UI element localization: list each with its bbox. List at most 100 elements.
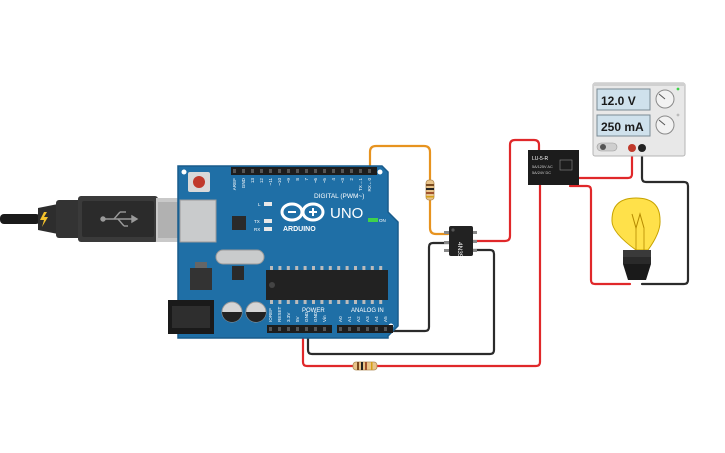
small-chip [232, 266, 244, 280]
relay-label: LU-5-R [532, 156, 549, 162]
wire-orange-pin2[interactable] [368, 144, 432, 182]
relay-rating-dc: 5A/24V DC [532, 171, 551, 175]
wire-orange-opto[interactable] [428, 198, 450, 236]
usb-port [179, 199, 217, 243]
pin-label: 3.3V [286, 312, 291, 322]
board-model: UNO [330, 205, 363, 222]
header-pin[interactable] [350, 169, 353, 173]
wire-red-relay-psu[interactable] [576, 148, 634, 180]
header-pin[interactable] [305, 169, 308, 173]
chip-pins [270, 266, 383, 270]
header-pin[interactable] [314, 327, 317, 331]
crystal [215, 249, 265, 265]
header-pin[interactable] [278, 169, 281, 173]
digital-label: DIGITAL (PWM~) [314, 193, 364, 200]
header-pin[interactable] [251, 169, 254, 173]
wire-black-opto-gnd-2[interactable] [306, 248, 496, 356]
led-l: L [258, 202, 272, 207]
usb-cable[interactable] [0, 196, 194, 242]
header-pin[interactable] [339, 327, 342, 331]
pin-label: 5V [295, 315, 300, 322]
digital-header[interactable] [231, 167, 377, 175]
analog-header[interactable] [337, 325, 393, 333]
header-pin[interactable] [323, 327, 326, 331]
svg-text:ON: ON [379, 218, 386, 223]
header-pin[interactable] [242, 169, 245, 173]
header-pin[interactable] [323, 169, 326, 173]
power-switch[interactable] [596, 142, 618, 152]
header-pin[interactable] [341, 169, 344, 173]
wire-red-opto-relay[interactable] [471, 138, 541, 243]
resistor-5v[interactable] [352, 361, 378, 371]
current-knob[interactable] [655, 115, 675, 135]
resistor-pin2[interactable] [425, 179, 435, 201]
header-pin[interactable] [359, 169, 362, 173]
pin-label: GND [313, 311, 318, 322]
pin-label: 13 [250, 178, 255, 184]
svg-text:TX: TX [254, 219, 260, 224]
header-pin[interactable] [287, 327, 290, 331]
pin-label: 12 [259, 178, 264, 184]
pin-label: GND [241, 177, 246, 188]
header-pin[interactable] [296, 327, 299, 331]
pin-label: A2 [356, 316, 361, 322]
pin-label: RX←0 [367, 178, 372, 192]
voltage-knob[interactable] [655, 89, 675, 109]
pin-label: ~11 [268, 178, 273, 186]
capacitor [245, 301, 267, 323]
power-header[interactable] [267, 325, 332, 333]
header-pin[interactable] [260, 169, 263, 173]
pin-label: A5 [383, 316, 388, 322]
header-pin[interactable] [305, 327, 308, 331]
svg-text:L: L [258, 202, 261, 207]
pin-label: A3 [365, 316, 370, 322]
svg-text:RX: RX [254, 227, 260, 232]
header-pin[interactable] [366, 327, 369, 331]
header-pin[interactable] [368, 169, 371, 173]
pin-label: Vin [322, 315, 327, 322]
reset-button[interactable] [188, 172, 210, 192]
header-pin[interactable] [269, 327, 272, 331]
header-pin[interactable] [233, 169, 236, 173]
header-pin[interactable] [384, 327, 387, 331]
optocoupler[interactable]: 4N35 [444, 226, 477, 258]
header-pin[interactable] [296, 169, 299, 173]
pin-label: A4 [374, 316, 379, 322]
wire-black-opto-gnd-1[interactable] [310, 241, 451, 333]
light-bulb[interactable] [611, 197, 661, 280]
terminal-positive[interactable] [628, 144, 636, 152]
header-pin[interactable] [332, 169, 335, 173]
relay[interactable]: LU-5-R 5A/125V AC 5A/24V DC [528, 150, 579, 185]
header-pin[interactable] [314, 169, 317, 173]
header-pin[interactable] [375, 327, 378, 331]
board-brand: ARDUINO [283, 226, 316, 233]
power-supply[interactable]: 12.0 V 250 mA [592, 82, 686, 157]
voltage-display [596, 88, 651, 111]
pin-label: 8 [295, 178, 300, 181]
header-pin[interactable] [348, 327, 351, 331]
header-pin[interactable] [287, 169, 290, 173]
pin-label: AREF [232, 178, 237, 190]
usb-chip [232, 216, 246, 230]
dc-power-jack[interactable] [168, 300, 214, 334]
pin-label: ~6 [313, 178, 318, 184]
wire-red-relay-bulb[interactable] [568, 184, 632, 286]
header-pin[interactable] [269, 169, 272, 173]
header-pin[interactable] [357, 327, 360, 331]
wire-red-5v-relay[interactable] [301, 183, 542, 368]
pin-label: ~5 [322, 178, 327, 184]
pin-label: ~10 [277, 178, 282, 186]
wire-black-psu-bulb[interactable] [640, 148, 690, 286]
pin-label: IOREF [268, 308, 273, 322]
cc-indicator [676, 113, 680, 117]
header-pin[interactable] [278, 327, 281, 331]
wires [301, 138, 690, 368]
optocoupler-label: 4N35 [456, 242, 463, 258]
cv-indicator [676, 87, 680, 91]
pin-label: 4 [331, 178, 336, 181]
terminal-negative[interactable] [638, 144, 646, 152]
led-rx: RX [254, 227, 272, 232]
